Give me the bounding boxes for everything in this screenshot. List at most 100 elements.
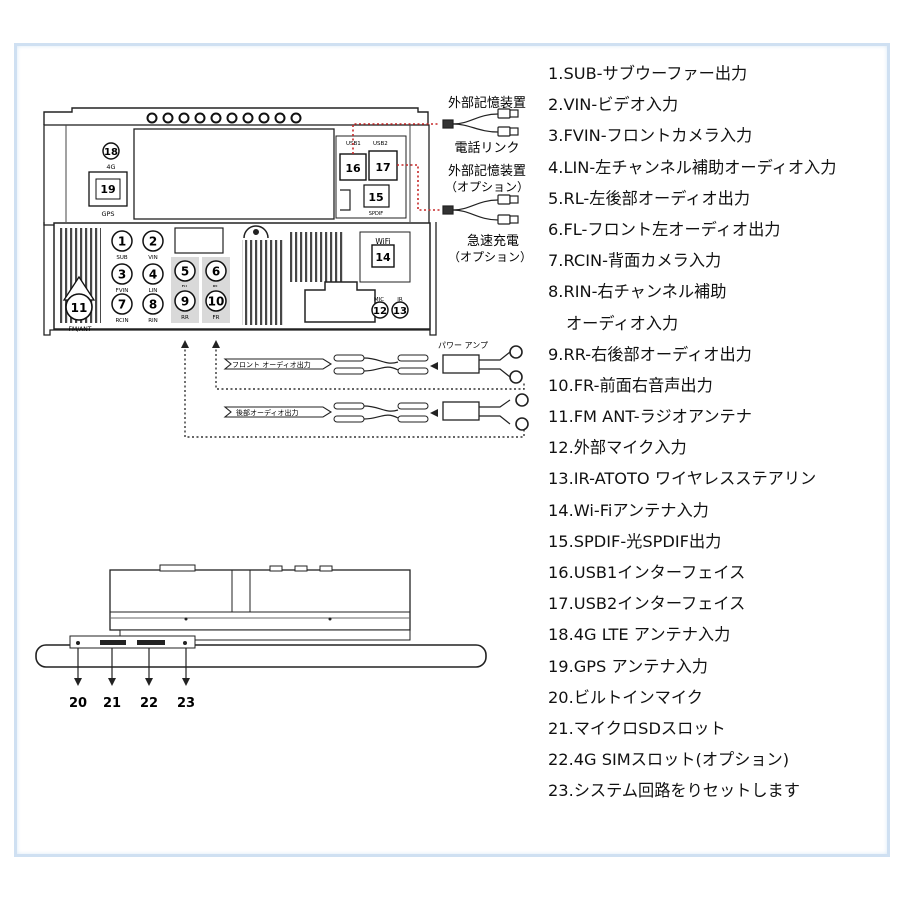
legend-item: 12.外部マイク入力 xyxy=(548,438,687,458)
rca-jack-ring xyxy=(111,293,133,315)
port-15-num: 15 xyxy=(368,191,383,204)
callout-ext-storage-opt-paren: （オプション） xyxy=(445,180,529,194)
rear-audio-out-label: 後部オーディオ出力 xyxy=(236,408,299,417)
rca-jack-label: RCIN xyxy=(115,318,128,324)
legend-item: 3.FVIN-フロントカメラ入力 xyxy=(548,126,753,146)
port-19-gps: 19 GPS xyxy=(88,171,128,218)
legend-item: 23.システム回路をりセットします xyxy=(548,781,800,801)
front-audio-out-label: フロント オーディオ出力 xyxy=(232,360,311,369)
rca-jack-number: 8 xyxy=(149,298,157,312)
callout-ext-storage-opt: 外部記憶装置 xyxy=(448,163,526,179)
callout-phone-link: 電話リンク xyxy=(454,140,519,156)
port-19-label: GPS xyxy=(101,210,114,218)
port-15-label: SPDIF xyxy=(369,211,384,217)
port-14-wifi: WiFi 14 xyxy=(359,231,411,283)
rca-jack-number: 5 xyxy=(181,265,189,279)
rca-jack-number: 7 xyxy=(118,298,126,312)
rca-jack-ring xyxy=(205,290,227,312)
rca-jack-number: 3 xyxy=(118,268,126,282)
legend-item: 1.SUB-サブウーファー出力 xyxy=(548,64,748,83)
callout-fast-charge-paren: （オプション） xyxy=(448,250,532,264)
rca-jack-ring xyxy=(174,260,196,282)
rca-jack-number: 2 xyxy=(149,235,157,249)
port-11-fm-ant: 11 FM/ANT xyxy=(62,275,96,333)
rca-jack-number: 6 xyxy=(212,265,220,279)
rca-jack-label: SUB xyxy=(116,255,128,261)
rca-jack-label: LIN xyxy=(149,288,158,294)
side-number-23: 23 xyxy=(177,696,195,711)
legend-item: オーディオ入力 xyxy=(566,313,679,333)
legend-item: 18.4G LTE アンテナ入力 xyxy=(548,625,731,645)
rca-jack-ring xyxy=(174,290,196,312)
usb-cable-top xyxy=(442,108,519,137)
legend-item: 19.GPS アンテナ入力 xyxy=(548,656,708,676)
port-11-label: FM/ANT xyxy=(69,326,92,333)
port-12-label: MIC xyxy=(374,297,384,303)
port-13-label: IR xyxy=(397,297,403,303)
side-number-22: 22 xyxy=(140,696,158,711)
legend-item: 16.USB1インターフェイス xyxy=(548,563,746,582)
rca-jack-9: 9RR xyxy=(171,287,199,323)
rca-jack-number: 1 xyxy=(118,235,126,249)
side-number-20: 20 xyxy=(69,696,87,711)
legend-item: 17.USB2インターフェイス xyxy=(548,594,746,614)
front-audio-harness: フロント オーディオ出力 パワー アンプ xyxy=(223,341,523,384)
rca-jack-ring xyxy=(142,230,164,252)
legend-item: 9.RR-右後部オーディオ出力 xyxy=(548,344,752,364)
rca-jack-ring xyxy=(142,293,164,315)
rear-audio-harness: 後部オーディオ出力 xyxy=(223,393,529,431)
port-12-num: 12 xyxy=(373,306,387,317)
rca-jack-grid: 1SUB2VIN3FVIN4LIN5RL6FL7RCIN8RIN9RR10FR xyxy=(111,230,230,324)
port-14-num: 14 xyxy=(375,251,391,264)
port-13-num: 13 xyxy=(393,306,407,317)
power-amp-label: パワー アンプ xyxy=(438,341,488,350)
legend-item: 22.4G SIMスロット(オプション) xyxy=(548,750,790,770)
leader-arrow-fr xyxy=(212,340,220,348)
usb-dotted-links xyxy=(352,123,440,211)
port-18-label: 4G xyxy=(106,163,115,171)
legend-item: 7.RCIN-背面カメラ入力 xyxy=(548,251,722,271)
rca-jack-ring xyxy=(111,263,133,285)
leader-arrow-rr xyxy=(181,340,189,348)
rca-jack-label: RR xyxy=(181,315,189,321)
legend-item: 4.LIN-左チャンネル補助オーディオ入力 xyxy=(548,157,837,177)
device-diagram: 18 4G 19 GPS USB1 USB2 16 17 15 SPDIF xyxy=(35,95,532,711)
legend-item: 6.FL-フロント左オーディオ出力 xyxy=(548,219,781,239)
port-14-label: WiFi xyxy=(375,237,390,246)
port-12-mic: MIC 12 xyxy=(371,297,389,319)
rca-jack-ring xyxy=(142,263,164,285)
legend-item: 5.RL-左後部オーディオ出力 xyxy=(548,188,751,208)
legend-item: 20.ビルトインマイク xyxy=(548,687,703,707)
legend-item: 15.SPDIF-光SPDIF出力 xyxy=(548,531,722,551)
port-16-num: 16 xyxy=(345,162,361,175)
rca-jack-ring xyxy=(111,230,133,252)
rca-jack-number: 4 xyxy=(149,268,157,282)
rca-jack-number: 10 xyxy=(208,295,225,309)
legend-item: 13.IR-ATOTO ワイヤレスステアリン xyxy=(548,469,817,489)
port-13-ir: IR 13 xyxy=(391,297,409,319)
callout-fast-charge: 急速充電 xyxy=(467,233,519,249)
rca-jack-number: 9 xyxy=(181,295,189,309)
rca-jack-label: FVIN xyxy=(116,288,129,294)
usb-cable-bottom xyxy=(442,194,519,225)
port-11-num: 11 xyxy=(71,301,88,315)
amp-leader-lines xyxy=(184,345,525,438)
rca-jack-label: RIN xyxy=(148,318,158,324)
chassis-rear-lower: 11 FM/ANT WiFi 14 MIC 12 IR 13 xyxy=(43,222,437,336)
legend-item: 8.RIN-右チャンネル補助 xyxy=(548,282,727,302)
port-18-num: 18 xyxy=(104,147,118,158)
callout-ext-storage: 外部記憶装置 xyxy=(448,95,526,111)
port-19-num: 19 xyxy=(100,183,115,196)
rca-jack-label: FR xyxy=(213,315,220,321)
side-number-21: 21 xyxy=(103,696,121,711)
legend-item: 21.マイクロSDスロット xyxy=(548,718,726,738)
port-18-4g: 18 4G xyxy=(102,142,120,171)
legend-item: 10.FR-前面右音声出力 xyxy=(548,375,713,395)
